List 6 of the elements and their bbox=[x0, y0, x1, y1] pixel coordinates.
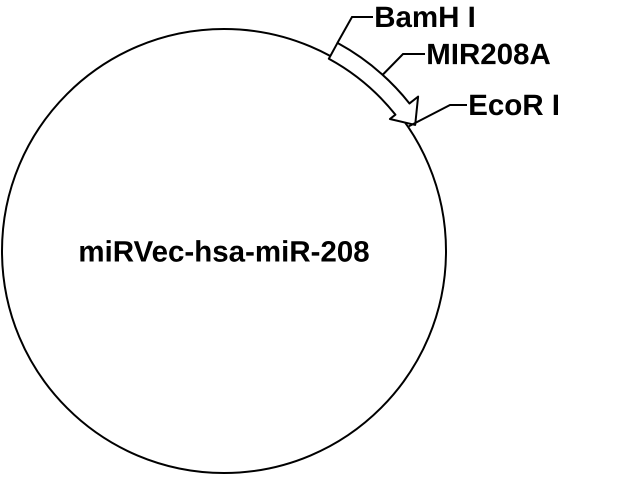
gene-arrow bbox=[328, 42, 420, 126]
leader-line bbox=[408, 104, 467, 128]
site-label: EcoR I bbox=[470, 94, 558, 116]
gene-label: MIR208A bbox=[428, 44, 550, 64]
leader-line bbox=[382, 53, 425, 76]
site-label: BamH I bbox=[376, 6, 474, 28]
